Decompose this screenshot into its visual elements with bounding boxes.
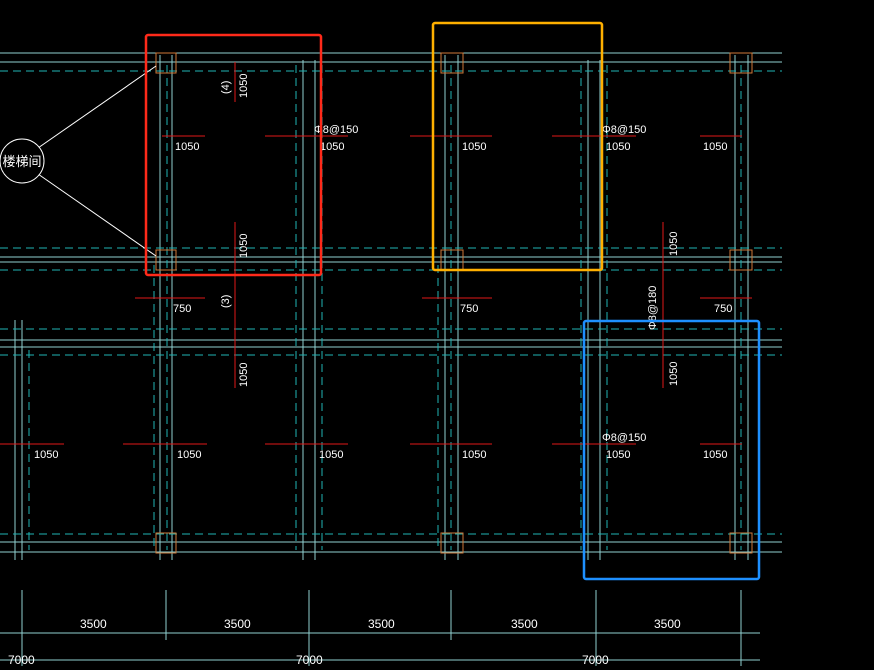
dimension-7000: 7000 xyxy=(8,653,35,666)
rebar-spec-label: Φ8@150 xyxy=(602,432,646,444)
dimension-3500: 3500 xyxy=(511,617,538,631)
rebar-length-label: 1050 xyxy=(606,449,630,461)
span-marker: (4) xyxy=(220,81,232,94)
rebar-length-label: 1050 xyxy=(668,362,680,386)
column xyxy=(440,249,464,271)
dimension-3500: 3500 xyxy=(654,617,681,631)
rebar-spec-label: Φ8@180 xyxy=(647,286,659,330)
dimension-3500: 3500 xyxy=(224,617,251,631)
rebar-length-label: 750 xyxy=(173,303,191,315)
rebar-spec-label: Φ8@150 xyxy=(314,124,358,136)
rebar-length-label: 1050 xyxy=(238,74,250,98)
column xyxy=(155,249,177,271)
dimension-chain: 3500 3500 3500 3500 3500 7000 7000 7000 xyxy=(0,590,760,667)
rebar-length-label: 750 xyxy=(714,303,732,315)
beam-lines xyxy=(0,52,782,560)
dimension-7000: 7000 xyxy=(582,653,609,666)
leader-line xyxy=(37,65,157,149)
dimension-3500: 3500 xyxy=(368,617,395,631)
rebar-length-label: 1050 xyxy=(462,141,486,153)
columns xyxy=(155,52,753,554)
rebar-length-label: 1050 xyxy=(238,234,250,258)
rebar-length-label: 1050 xyxy=(320,141,344,153)
rebar-length-label: 1050 xyxy=(606,141,630,153)
rebar-labels: 1050 1050 1050 1050 1050 1050 1050 1050 … xyxy=(34,74,732,461)
stair-room-callout: 楼梯间 xyxy=(0,65,157,257)
column xyxy=(155,532,177,554)
rebar-spec-label: Φ8@150 xyxy=(602,124,646,136)
span-marker: (3) xyxy=(220,295,232,308)
rebar-length-label: 1050 xyxy=(703,449,727,461)
dimension-3500: 3500 xyxy=(80,617,107,631)
rebar-length-label: 750 xyxy=(460,303,478,315)
column xyxy=(440,532,464,554)
red-highlight-box xyxy=(144,33,323,277)
column xyxy=(729,52,753,74)
blue-highlight-box xyxy=(582,319,761,581)
yellow-highlight-box xyxy=(431,21,604,272)
column xyxy=(729,532,753,554)
rebar-length-label: 1050 xyxy=(238,363,250,387)
highlight-boxes xyxy=(144,21,761,581)
column xyxy=(729,249,753,271)
slab-dashed-lines xyxy=(0,65,782,550)
rebar-length-label: 1050 xyxy=(319,449,343,461)
rebar-length-label: 1050 xyxy=(703,141,727,153)
rebar-length-label: 1050 xyxy=(34,449,58,461)
rebar-marks xyxy=(0,62,752,445)
column xyxy=(155,52,177,74)
stair-room-label: 楼梯间 xyxy=(2,154,41,169)
dimension-7000: 7000 xyxy=(296,653,323,666)
stair-room-circle xyxy=(0,138,45,184)
rebar-length-label: 1050 xyxy=(177,449,201,461)
rebar-length-label: 1050 xyxy=(462,449,486,461)
rebar-length-label: 1050 xyxy=(668,232,680,256)
leader-line xyxy=(37,173,157,257)
column xyxy=(440,52,464,74)
rebar-length-label: 1050 xyxy=(175,141,199,153)
